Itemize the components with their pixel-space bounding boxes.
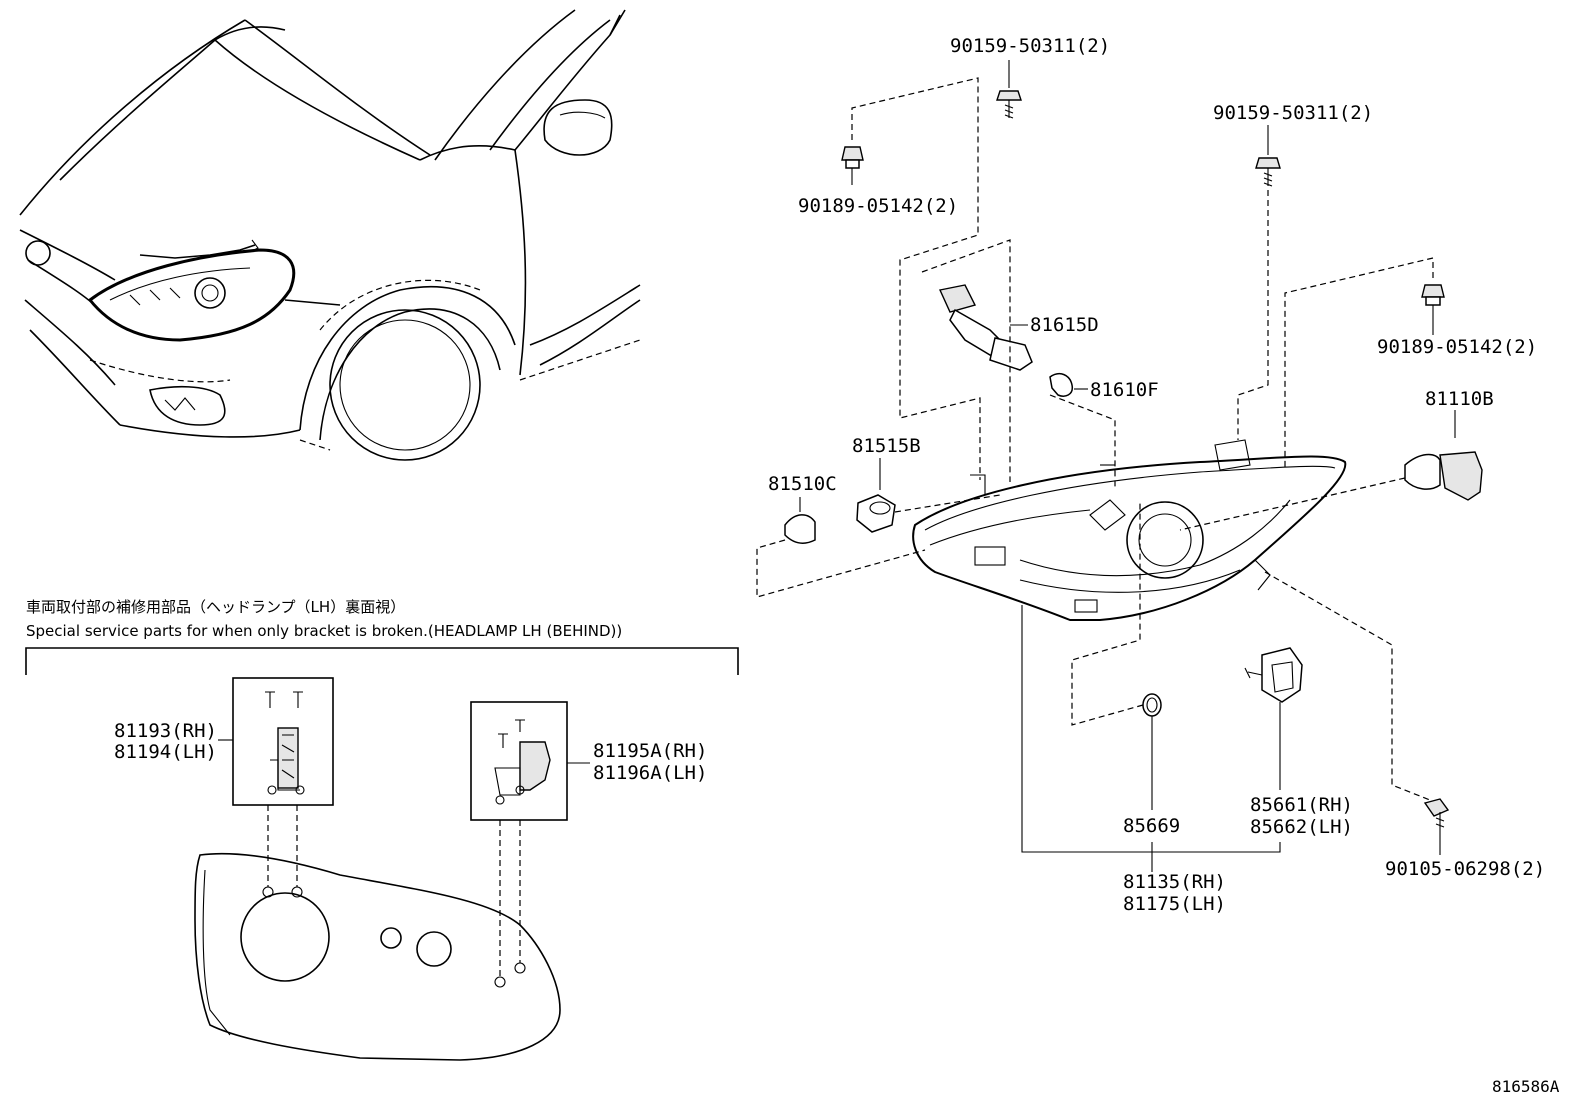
label-85662: 85662(LH) — [1250, 816, 1353, 838]
label-81135: 81135(RH) — [1123, 871, 1226, 893]
label-screw-top-right: 90159-50311(2) — [1213, 102, 1373, 124]
label-85661: 85661(RH) — [1250, 794, 1353, 816]
label-81615d: 81615D — [1030, 314, 1099, 336]
screw-icon — [1423, 798, 1450, 830]
bulb-icon — [1404, 451, 1483, 501]
screw-icon — [1255, 157, 1281, 187]
bulb-icon — [1049, 373, 1074, 397]
label-81196a: 81196A(LH) — [593, 762, 707, 784]
socket-icon — [938, 284, 1033, 371]
label-81610f: 81610F — [1090, 379, 1159, 401]
caption-japanese: 車両取付部の補修用部品（ヘッドランプ（LH）裏面視） — [26, 598, 405, 616]
bracket-box-81193 — [232, 677, 334, 806]
bulb-icon — [784, 514, 816, 545]
bolt-icon — [841, 146, 864, 185]
label-bolt-right: 90189-05142(2) — [1377, 336, 1537, 358]
special-parts-section: 車両取付部の補修用部品（ヘッドランプ（LH）裏面視） Special servi… — [25, 598, 739, 1061]
bracket-81195a-icon — [494, 719, 551, 805]
bolt-icon — [1421, 284, 1445, 325]
leveling-actuator-icon — [1244, 647, 1303, 703]
label-screw-top-center: 90159-50311(2) — [950, 35, 1110, 57]
label-81193: 81193(RH) — [114, 720, 217, 742]
label-81195a: 81195A(RH) — [593, 740, 707, 762]
diagram-code: 816586A — [1492, 1077, 1560, 1096]
label-screw-bottom-right: 90105-06298(2) — [1385, 858, 1545, 880]
caption-english: Special service parts for when only brac… — [26, 622, 622, 640]
car-front-illustration — [19, 9, 641, 461]
label-85669: 85669 — [1123, 815, 1180, 837]
headlamp-assembly — [912, 439, 1347, 621]
label-81194: 81194(LH) — [114, 741, 217, 763]
headlamp-behind-view — [194, 852, 561, 1061]
label-81510c: 81510C — [768, 473, 837, 495]
label-81515b: 81515B — [852, 435, 921, 457]
label-81110b: 81110B — [1425, 388, 1494, 410]
seal-ring-icon — [1142, 693, 1162, 717]
bracket-81193-icon — [265, 691, 305, 795]
label-bolt-left: 90189-05142(2) — [798, 195, 958, 217]
section-bracket-line — [25, 647, 739, 675]
label-81175: 81175(LH) — [1123, 893, 1226, 915]
screw-icon — [996, 90, 1022, 119]
bracket-box-81195a — [470, 701, 568, 821]
socket-icon — [856, 494, 896, 533]
